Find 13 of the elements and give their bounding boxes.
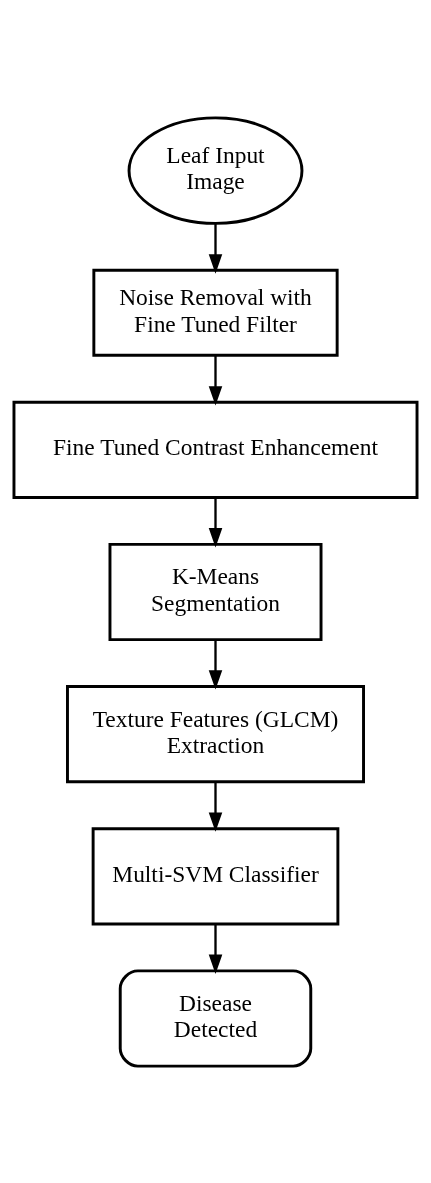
arrow bbox=[208, 639, 223, 690]
node-ellipse: Leaf Input Image bbox=[127, 115, 304, 225]
node-box: Disease Detected bbox=[118, 968, 313, 1068]
node-box: Texture Features (GLCM) Extraction bbox=[66, 684, 365, 783]
arrow bbox=[208, 497, 223, 547]
arrow bbox=[208, 223, 223, 274]
arrow bbox=[208, 923, 223, 974]
arrow bbox=[208, 781, 223, 832]
node-box: K-Means Segmentation bbox=[108, 542, 323, 641]
node-box: Noise Removal with Fine Tuned Filter bbox=[92, 268, 339, 357]
node-box: Multi-SVM Classifier bbox=[91, 826, 340, 925]
node-box: Fine Tuned Contrast Enhancement bbox=[12, 400, 419, 499]
arrow bbox=[208, 355, 223, 406]
